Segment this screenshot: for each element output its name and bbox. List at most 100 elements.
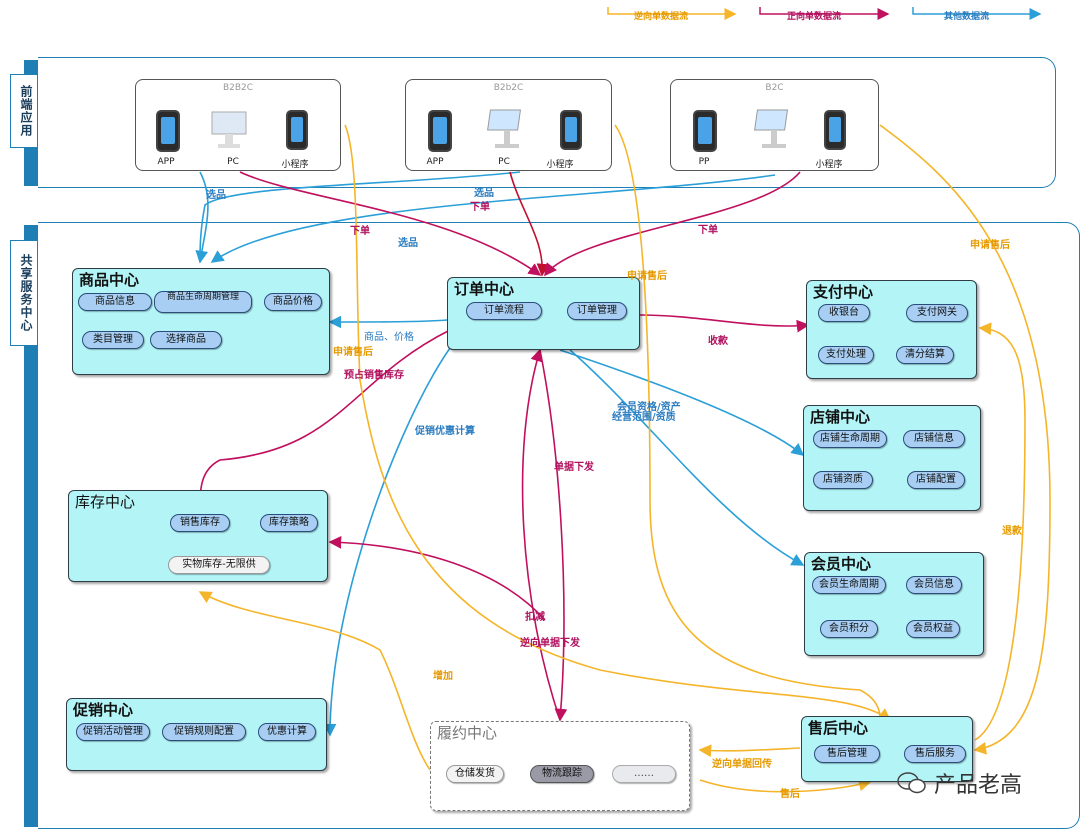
flow-label: 选品 xyxy=(206,190,226,201)
center-title: 会员中心 xyxy=(811,555,872,573)
center-item[interactable]: 店铺信息 xyxy=(903,430,965,448)
pc-icon xyxy=(211,111,247,148)
center-item[interactable]: 店铺资质 xyxy=(813,471,873,489)
flow-label: 预占销售库存 xyxy=(344,370,404,381)
flow-arrow xyxy=(521,348,561,721)
device-label: PP xyxy=(698,157,710,167)
flow-label: 促销优惠计算 xyxy=(415,426,475,437)
flow-arrow xyxy=(544,171,801,277)
flow-label: 经营范围/资质 xyxy=(612,412,676,423)
center-item[interactable]: 库存策略 xyxy=(260,514,318,532)
center-item[interactable]: 物流跟踪 xyxy=(530,765,594,783)
miniprogram-phone-icon xyxy=(560,110,582,150)
flow-arrow xyxy=(328,535,546,621)
center-item[interactable]: 订单管理 xyxy=(567,302,627,320)
flow-label: 选品 xyxy=(398,238,418,249)
pc-icon xyxy=(754,109,789,148)
legend-reverse-label: 逆向单数据流 xyxy=(634,12,689,22)
center-item[interactable]: 会员权益 xyxy=(906,620,960,638)
payment-center: 支付中心 xyxy=(806,280,977,379)
product-center: 商品中心 xyxy=(72,268,330,375)
front-band xyxy=(38,57,1056,188)
wechat-icon xyxy=(897,772,926,794)
center-title: 商品中心 xyxy=(79,271,140,289)
flow-arrow xyxy=(569,349,805,566)
flow-label: 申请售后 xyxy=(970,240,1010,251)
center-item[interactable]: 选择商品 xyxy=(150,331,222,349)
flow-arrow xyxy=(559,349,805,457)
miniprogram-phone-icon xyxy=(824,110,846,150)
center-item[interactable]: 店铺配置 xyxy=(907,471,965,489)
center-item[interactable]: 商品信息 xyxy=(78,293,152,311)
center-item[interactable]: 实物库存-无限供 xyxy=(168,556,270,574)
flow-arrow xyxy=(344,124,892,721)
device-label: APP xyxy=(426,157,444,167)
center-item[interactable]: 支付处理 xyxy=(818,346,874,364)
center-item[interactable]: 收银台 xyxy=(818,304,870,322)
flow-arrow xyxy=(198,591,431,771)
flow-label: 逆向单据回传 xyxy=(712,759,772,770)
device-label: APP xyxy=(157,157,175,167)
flow-label: 下单 xyxy=(350,226,370,237)
center-item[interactable]: 会员积分 xyxy=(820,620,878,638)
flow-label: 下单 xyxy=(470,202,490,213)
flow-label: 售后 xyxy=(780,789,800,800)
flow-arrow xyxy=(539,349,568,722)
phone-icon xyxy=(156,110,180,152)
center-item[interactable]: 促销活动管理 xyxy=(76,723,150,741)
client-title: B2b2C xyxy=(493,83,524,93)
shared-band-label: 共享服务中心 xyxy=(10,240,38,346)
flow-label: 增加 xyxy=(433,671,453,682)
center-item[interactable]: 商品价格 xyxy=(264,293,322,311)
center-title: 支付中心 xyxy=(813,283,874,301)
center-item[interactable]: 会员生命周期 xyxy=(812,576,886,594)
center-item[interactable]: 清分结算 xyxy=(896,346,954,364)
center-title: 库存中心 xyxy=(75,493,136,511)
center-item[interactable]: 售后服务 xyxy=(904,745,966,763)
flow-arrow xyxy=(509,171,550,277)
front-band-label: 前端应用 xyxy=(10,74,38,148)
center-item[interactable]: 优惠计算 xyxy=(258,723,316,741)
flow-arrow xyxy=(193,329,451,512)
center-title: 店铺中心 xyxy=(810,408,871,426)
flow-label: 收款 xyxy=(708,336,728,347)
center-title: 售后中心 xyxy=(808,719,869,737)
legend-forward-label: 正向单数据流 xyxy=(787,12,842,22)
flow-arrow xyxy=(614,124,881,719)
flow-label: 选品 xyxy=(474,188,494,199)
flow-arrow xyxy=(699,778,872,793)
client-title: B2C xyxy=(765,83,784,93)
center-item[interactable]: 售后管理 xyxy=(814,745,880,763)
flow-label: 逆向单据下发 xyxy=(520,638,580,649)
device-label: PC xyxy=(498,157,510,167)
legend-other-label: 其他数据流 xyxy=(944,12,990,22)
flow-arrow xyxy=(639,314,810,333)
flow-arrow xyxy=(698,744,801,758)
center-title: 促销中心 xyxy=(73,701,134,719)
flow-arrow xyxy=(323,347,451,737)
center-item[interactable]: …… xyxy=(612,765,676,783)
center-item[interactable]: 订单流程 xyxy=(466,302,542,320)
center-item[interactable]: 商品生命周期管理 xyxy=(154,291,252,313)
center-item[interactable]: 仓储发货 xyxy=(446,765,504,783)
center-item[interactable]: 类目管理 xyxy=(82,331,144,349)
center-item[interactable]: 支付网关 xyxy=(906,304,968,322)
center-item[interactable]: 销售库存 xyxy=(170,514,230,532)
pc-icon xyxy=(487,109,522,148)
flow-label: 扣减 xyxy=(525,612,545,623)
flow-label: 退款 xyxy=(1002,526,1022,537)
device-label: 小程序 xyxy=(815,160,843,170)
flow-arrow xyxy=(974,322,1026,741)
flow-arrow xyxy=(328,315,448,329)
center-item[interactable]: 促销规则配置 xyxy=(162,723,246,741)
flow-arrow xyxy=(199,171,521,263)
center-title: 履约中心 xyxy=(437,724,498,742)
center-item[interactable]: 会员信息 xyxy=(906,576,962,594)
flow-arrow xyxy=(210,174,776,263)
center-item[interactable]: 店铺生命周期 xyxy=(813,430,887,448)
flow-label: 商品、价格 xyxy=(364,332,414,343)
flow-label: 下单 xyxy=(698,225,718,236)
miniprogram-phone-icon xyxy=(286,110,308,150)
